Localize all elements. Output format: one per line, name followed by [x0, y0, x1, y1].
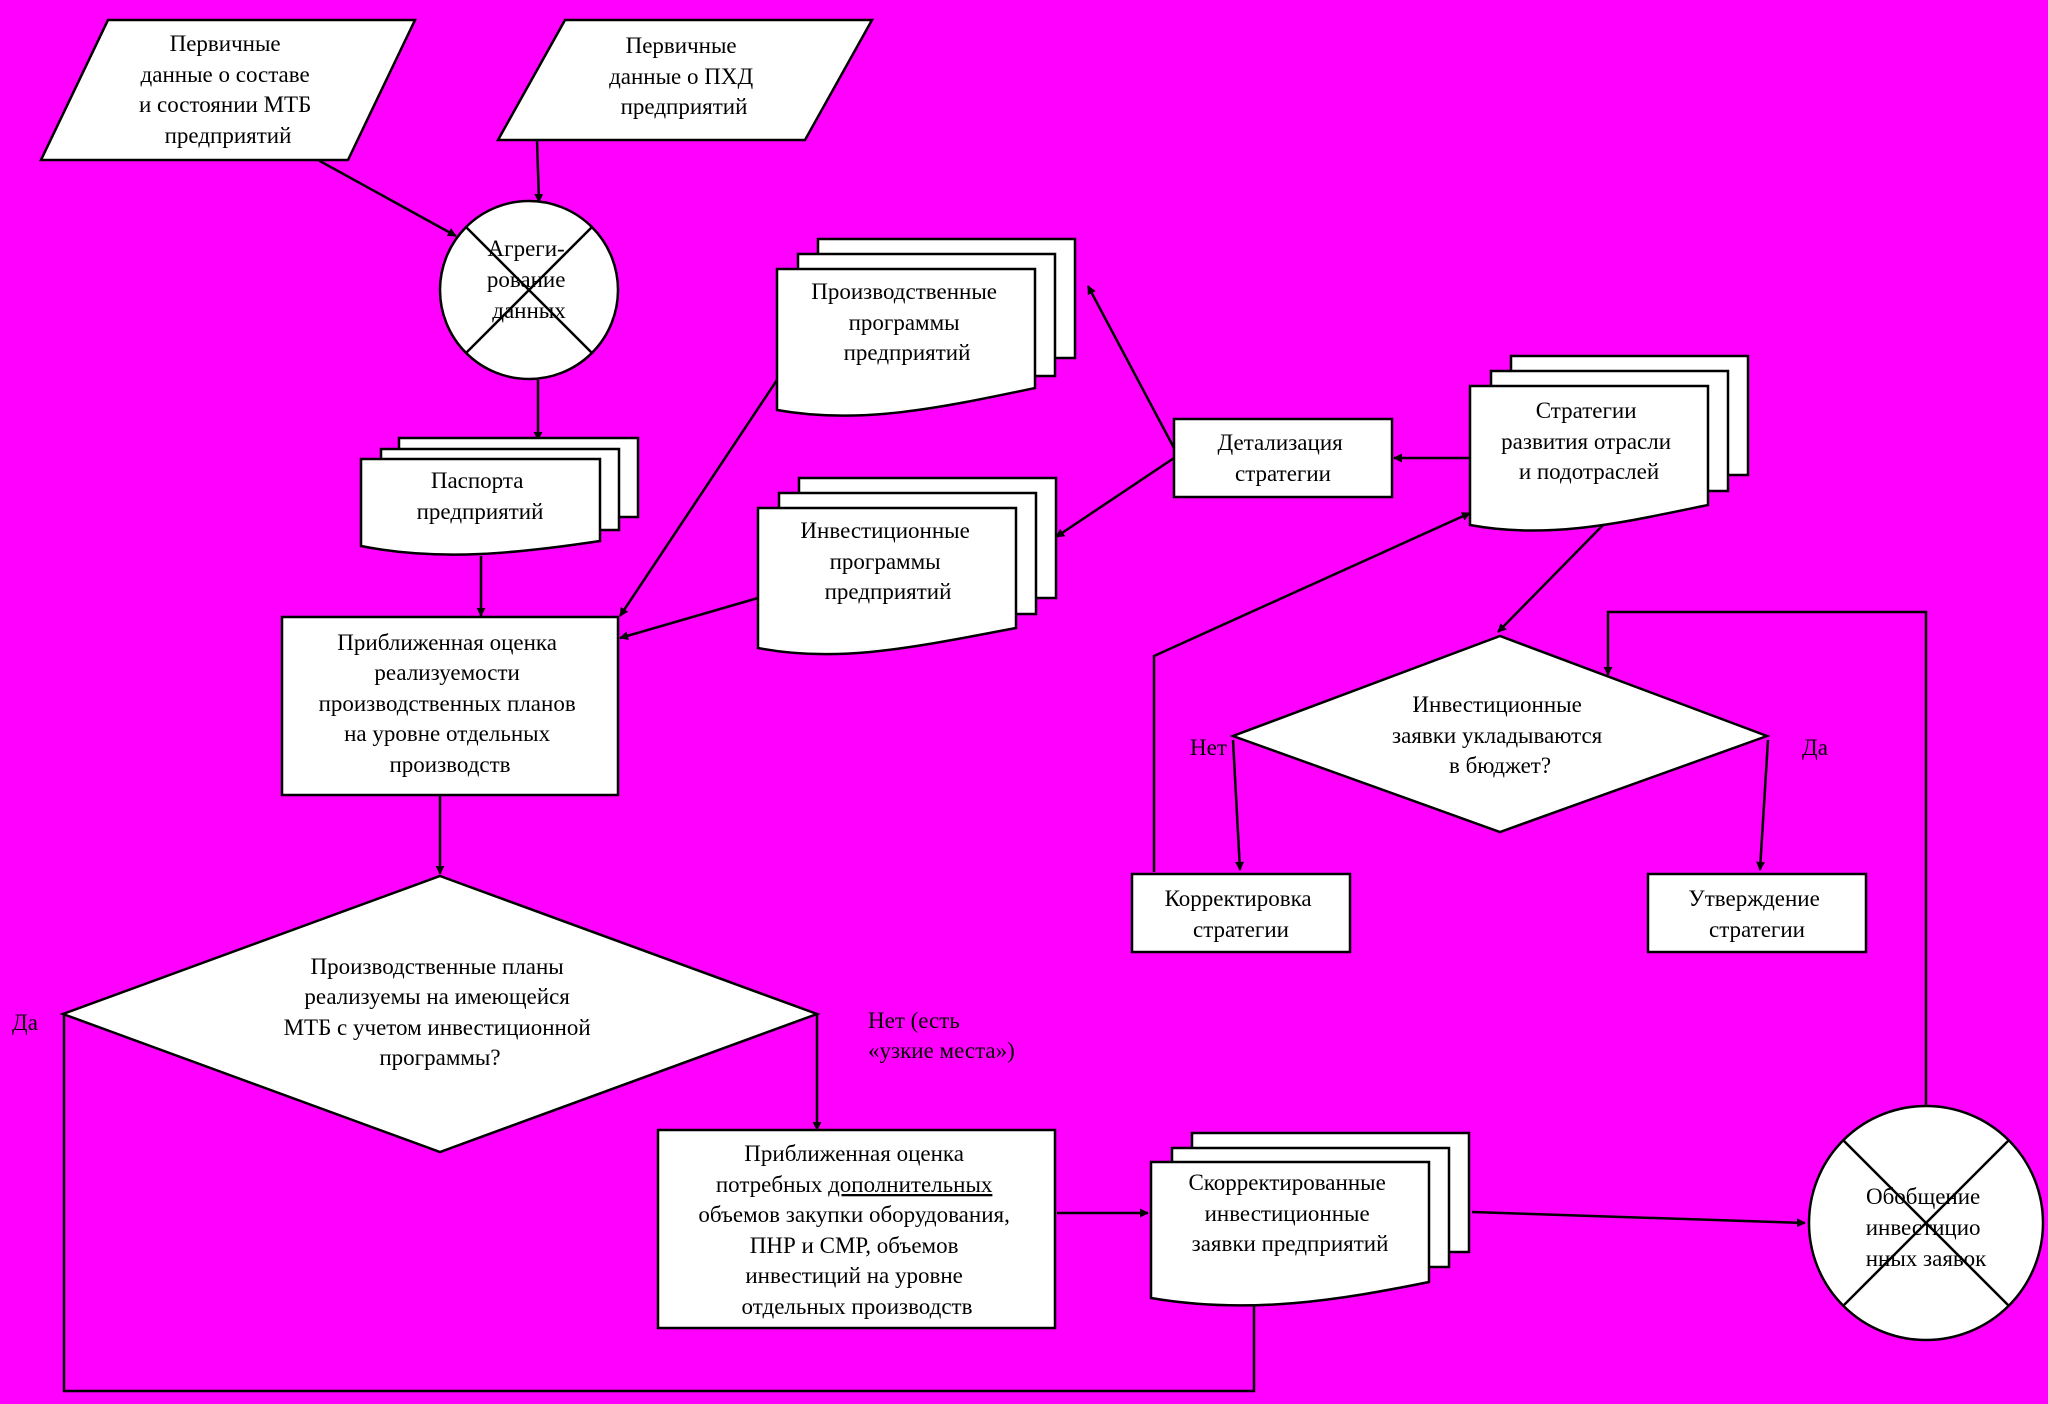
connectors [62, 139, 1928, 1393]
edge-phd-to-aggregation [534, 139, 544, 203]
node-passports-text: Паспорта предприятий [417, 468, 544, 524]
edge-strategy-to-budget [1497, 521, 1607, 633]
edge-mtb-to-aggregation [317, 158, 457, 238]
node-approval: Утверждение стратегии [1646, 872, 1868, 954]
edge-investprograms-to-feasibility [619, 596, 759, 641]
node-aggregation-text: Агреги- рование данных [487, 236, 571, 323]
label-budget-no: Нет [1190, 735, 1227, 760]
node-detailing-text: Детализация стратегии [1218, 430, 1349, 486]
node-industry-strategy-text: Стратегии развития отрасли и подотраслей [1501, 398, 1677, 484]
node-correction-text: Корректировка стратегии [1165, 886, 1318, 942]
label-budget-yes: Да [1802, 735, 1828, 760]
node-correction: Корректировка стратегии [1130, 872, 1352, 954]
node-generalization-text: Обобщение инвестицио нных заявок [1866, 1184, 1987, 1271]
node-detailing: Детализация стратегии [1172, 417, 1394, 499]
node-primary-mtb-text: Первичные данные о составе и состоянии М… [139, 31, 317, 148]
node-corrected-requests: Скорректированные инвестиционные заявки … [1149, 1131, 1471, 1307]
node-prod-programs: Производственные программы предприятий [775, 237, 1077, 417]
edge-generalization-to-budget [1603, 610, 1928, 1112]
node-aggregation: Агреги- рование данных [438, 199, 620, 381]
node-invest-programs-text: Инвестиционные программы предприятий [800, 518, 975, 604]
label-plans-yes: Да [12, 1010, 38, 1035]
node-approx-needs-text: Приближенная оценка потребных дополнител… [698, 1141, 1015, 1319]
edge-prodprograms-to-feasibility [618, 379, 779, 617]
underlined-word: дополнительных [828, 1172, 993, 1197]
edge-correction-to-strategy [1152, 511, 1471, 872]
node-passports: Паспорта предприятий [359, 436, 640, 556]
node-generalization: Обобщение инвестицио нных заявок [1807, 1104, 2045, 1342]
node-primary-phd-text: Первичные данные о ПХД предприятий [609, 33, 759, 119]
node-approx-needs: Приближенная оценка потребных дополнител… [656, 1128, 1057, 1330]
node-plans-question-text: Производственные планы реализуемы на име… [284, 954, 597, 1070]
node-prod-programs-text: Производственные программы предприятий [811, 279, 1002, 365]
node-budget-question-text: Инвестиционные заявки укладываются в бюд… [1392, 692, 1608, 778]
edge-labels: Нет Да Да Нет (есть «узкие места») [12, 735, 1828, 1063]
node-plans-question: Производственные планы реализуемы на име… [59, 874, 821, 1154]
node-invest-programs: Инвестиционные программы предприятий [756, 476, 1058, 656]
node-budget-question: Инвестиционные заявки укладываются в бюд… [1229, 634, 1771, 834]
edge-detailing-to-prodprograms [1086, 285, 1176, 449]
node-industry-strategy: Стратегии развития отрасли и подотраслей [1468, 354, 1750, 532]
edge-corrected-to-generalization [1471, 1210, 1806, 1228]
edge-detailing-to-investprograms [1055, 456, 1175, 539]
node-approx-feasibility-text: Приближенная оценка реализуемости произв… [319, 630, 582, 777]
node-approval-text: Утверждение стратегии [1688, 886, 1825, 942]
node-corrected-requests-text: Скорректированные инвестиционные заявки … [1188, 1170, 1391, 1256]
label-plans-no: Нет (есть «узкие места») [868, 1008, 1015, 1063]
edge-budget-yes-to-approval [1756, 739, 1770, 871]
node-primary-phd: Первичные данные о ПХД предприятий [495, 18, 875, 142]
node-primary-mtb: Первичные данные о составе и состоянии М… [39, 18, 417, 162]
edge-budget-no-to-correction [1231, 739, 1245, 871]
edge-plans-yes-to-corrected [62, 1015, 1259, 1393]
node-approx-feasibility: Приближенная оценка реализуемости произв… [280, 615, 620, 797]
